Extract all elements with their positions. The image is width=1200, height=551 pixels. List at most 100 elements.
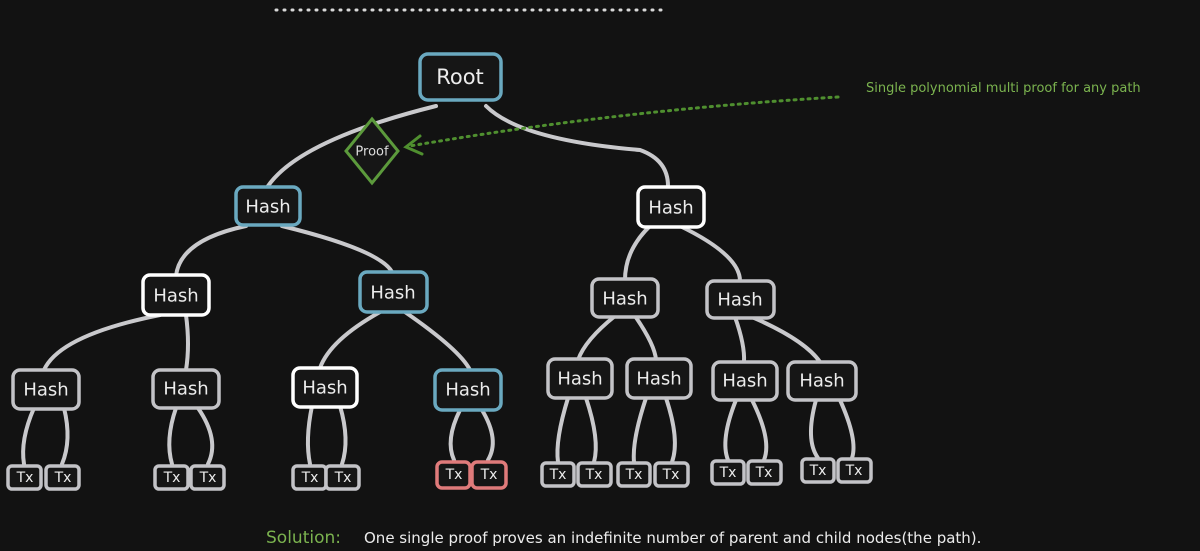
edge-l2d-l3g [733,315,747,364]
root-label: Root [436,65,484,89]
tx-node: Tx [836,457,873,484]
hash-label: Hash [370,283,415,304]
edge-leaf [664,396,677,464]
hash-label: Hash [557,369,602,390]
edge-leaf [305,404,314,466]
tx-label: Tx [719,465,737,481]
edge-l2c-l3e [576,314,617,362]
edge-l2b-l3c [318,310,382,370]
caption-text: One single proof proves an indefinite nu… [364,529,981,547]
proof-node: Proof [344,116,400,186]
root-node: Root [418,52,503,102]
tx-node: Tx [153,464,190,491]
hash-node: Hash [590,277,660,319]
proof-label: Proof [355,145,389,160]
caption-label: Solution: [266,528,341,548]
hash-node: Hash [636,185,706,229]
hash-node: Hash [711,360,779,402]
edge-l2b-l3d [403,310,472,372]
edge-leaf [480,408,495,462]
edge-leaf [584,396,598,464]
hash-node: Hash [11,368,81,411]
tx-label: Tx [845,463,863,479]
hash-label: Hash [445,380,490,401]
tx-label: Tx [662,467,680,483]
annotation-arrow [403,95,840,156]
tx-node: Tx [6,464,43,491]
edge-l2c-l3f [633,314,658,362]
hash-node: Hash [141,273,211,317]
tx-node-highlighted: Tx [470,460,508,490]
edge-l1a-l2a [174,224,248,278]
hash-label: Hash [636,369,681,390]
tx-node: Tx [616,461,652,488]
edge-leaf [448,408,462,462]
hash-node: Hash [433,368,503,412]
edge-leaf [338,404,348,466]
edge-leaf [555,396,570,464]
tx-node-highlighted: Tx [435,460,472,490]
edge-root-l1a [266,104,438,188]
hash-label: Hash [717,290,762,311]
hash-node: Hash [234,185,302,227]
hash-node: Hash [786,360,858,402]
edge-leaf [809,398,820,460]
edge-l2d-l3h [750,315,822,364]
tx-label: Tx [334,470,352,486]
tx-node: Tx [44,464,81,491]
edge-leaf [723,398,738,462]
edge-root-l1b [484,104,670,188]
tx-node: Tx [710,459,746,486]
tx-label: Tx [54,470,72,486]
tx-label: Tx [549,467,567,483]
tx-label: Tx [163,470,181,486]
hash-label: Hash [722,371,767,392]
tx-label: Tx [301,470,319,486]
hash-node: Hash [546,357,614,400]
hash-node: Hash [705,279,776,320]
hash-label: Hash [302,378,347,399]
tx-node: Tx [189,464,226,491]
edge-leaf [167,406,178,466]
hash-label: Hash [648,198,693,219]
tx-label: Tx [199,470,217,486]
hash-node: Hash [291,366,359,409]
tx-node: Tx [800,457,836,484]
edge-leaf [838,398,856,460]
hash-label: Hash [23,380,68,401]
hash-label: Hash [163,379,208,400]
tx-node: Tx [540,461,576,488]
tx-label: Tx [16,470,34,486]
tx-node: Tx [746,459,783,486]
edge-l2a-l3a [42,313,162,372]
tx-node: Tx [324,464,361,491]
hash-label: Hash [602,289,647,310]
edge-leaf [631,396,648,464]
hash-node: Hash [151,368,221,410]
edge-leaf [60,406,70,466]
tx-label: Tx [809,463,827,479]
annotation-text: Single polynomial multi proof for any pa… [866,81,1141,96]
caption: Solution: One single proof proves an ind… [266,528,981,548]
edge-l1a-l2b [280,224,394,274]
edge-l2a-l3b [184,313,190,372]
tx-label: Tx [445,467,463,483]
edge-l1b-l2d [678,224,742,283]
tx-node: Tx [653,461,690,488]
edge-leaf [21,406,36,466]
hash-label: Hash [245,197,290,218]
edge-leaf [750,398,769,462]
edge-leaf [196,406,215,466]
tx-label: Tx [625,467,643,483]
tx-label: Tx [755,465,773,481]
edge-l1b-l2c [623,224,652,282]
tx-node: Tx [576,461,613,488]
hash-node: Hash [625,357,693,400]
tx-node: Tx [291,464,328,491]
tx-label: Tx [480,467,498,483]
hash-label: Hash [799,371,844,392]
tx-label: Tx [585,467,603,483]
hash-label: Hash [153,286,198,307]
hash-node: Hash [358,270,429,314]
